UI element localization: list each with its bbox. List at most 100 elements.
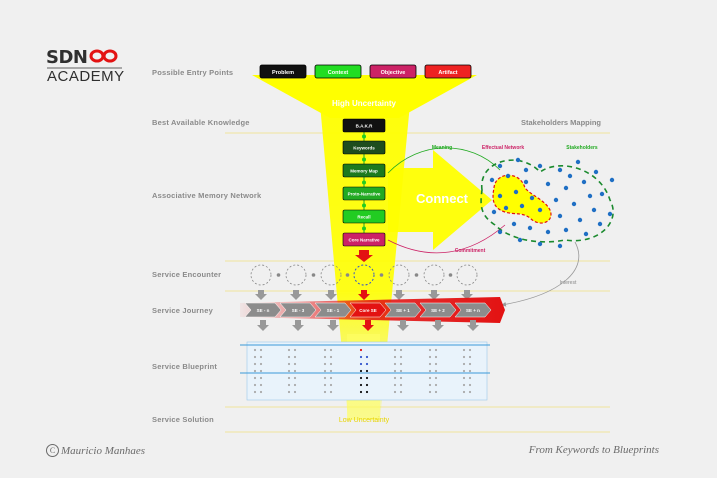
stakeholder-dot [497,229,503,235]
blueprint-dot [393,348,397,352]
commitment-label: Commitment [455,248,486,254]
blueprint-dot [365,362,369,366]
meaning-label: Meaning [432,145,452,151]
row-label-blueprint: Service Blueprint [152,362,218,371]
stakeholder-dot [527,225,533,231]
funnel-box-3: Proto-Narrative [342,186,386,201]
blueprint-dot [287,369,291,373]
blueprint-dot [359,376,363,380]
journey-step: SE - 1 [314,302,352,318]
blueprint-dot [293,383,297,387]
funnel-box-label: Recall [357,215,370,220]
blueprint-dot [434,369,438,373]
blueprint-dot [293,355,297,359]
stakeholders-mapping-label: Stakeholders Mapping [520,118,601,127]
stakeholder-dot [557,213,563,219]
funnel-box-label: Keywords [353,146,375,151]
journey-step: SE - n [244,302,282,318]
blueprint-dot [293,390,297,394]
down-arrow-icon [290,294,302,300]
stakeholder-dot [529,195,535,201]
journey-step: SE + 2 [419,302,457,318]
blueprint-dot [323,390,327,394]
blueprint-dot [468,362,472,366]
blueprint-dot [287,362,291,366]
stakeholders-label: Stakeholders [566,145,598,151]
entry-button-problem[interactable]: Problem [259,64,307,79]
blueprint-dot [323,348,327,352]
stakeholder-dot [537,241,543,247]
journey-step-core: Core SE [349,302,387,318]
blueprint-dot [359,355,363,359]
entry-button-objective[interactable]: Objective [369,64,417,79]
logo-sdn: SDN [46,47,88,68]
funnel-box-label: Proto-Narrative [348,192,381,197]
down-arrow-icon [358,294,370,300]
blueprint-dot [428,348,432,352]
blueprint-dot [393,362,397,366]
blueprint-dot [462,362,466,366]
row-label-journey: Service Journey [152,306,213,315]
connector-dot [362,203,366,208]
stakeholder-dot [519,203,525,209]
blueprint-dot [323,369,327,373]
stakeholder-dot [575,159,581,165]
stakeholder-dot [489,177,495,183]
blueprint-dot [287,355,291,359]
blueprint-dot [428,369,432,373]
entry-button-label: Artifact [438,70,457,76]
blueprint-dot [253,348,257,352]
entry-button-context[interactable]: Context [314,64,362,79]
blueprint-dot [365,369,369,373]
blueprint-dot [259,376,263,380]
blueprint-dot [393,376,397,380]
down-arrow-icon [428,294,440,300]
blueprint-dot [253,376,257,380]
blueprint-dot [259,362,263,366]
stakeholder-dot [587,193,593,199]
blueprint-dot [329,369,333,373]
blueprint-dot [359,348,363,352]
stakeholder-dot [599,191,605,197]
stakeholder-dot [515,157,521,163]
blueprint-dot [468,355,472,359]
interest-label: Interest [560,280,577,286]
effectual-network-label: Effectual Network [482,145,524,151]
blueprint-dot [293,369,297,373]
blueprint-dot [329,383,333,387]
down-arrow-icon [432,325,444,331]
journey-arrow-stem [470,320,476,325]
core-encounter-circle [353,264,375,286]
service-encounter-row [250,264,478,300]
blueprint-dot [293,348,297,352]
stakeholder-dot [545,181,551,187]
blueprint-dot [462,376,466,380]
connector-dot [362,226,366,231]
stakeholder-dot [563,227,569,233]
down-arrow-icon [255,294,267,300]
encounter-circle [285,264,307,286]
stakeholder-dot [583,231,589,237]
blueprint-dot [329,376,333,380]
high-uncertainty-label: High Uncertainty [332,99,397,108]
stakeholder-dot [505,173,511,179]
blueprint-dot [323,383,327,387]
blueprint-dot [329,362,333,366]
blueprint-dot [399,376,403,380]
journey-step-label: SE + 2 [431,308,445,313]
blueprint-dot [428,390,432,394]
blueprint-dot [329,390,333,394]
blueprint-dot [462,348,466,352]
blueprint-dot [468,369,472,373]
funnel-box-0: B.A.K.R [342,118,386,133]
copyright-icon: C [46,444,59,457]
effectual-network-blob [492,174,552,224]
blueprint-dot [365,355,369,359]
down-arrow-icon [355,250,373,262]
journey-arrow-stem [400,320,406,325]
journey-step: SE + n [454,302,492,318]
stakeholder-dot [607,211,613,217]
entry-button-artifact[interactable]: Artifact [424,64,472,79]
blueprint-dot [434,383,438,387]
